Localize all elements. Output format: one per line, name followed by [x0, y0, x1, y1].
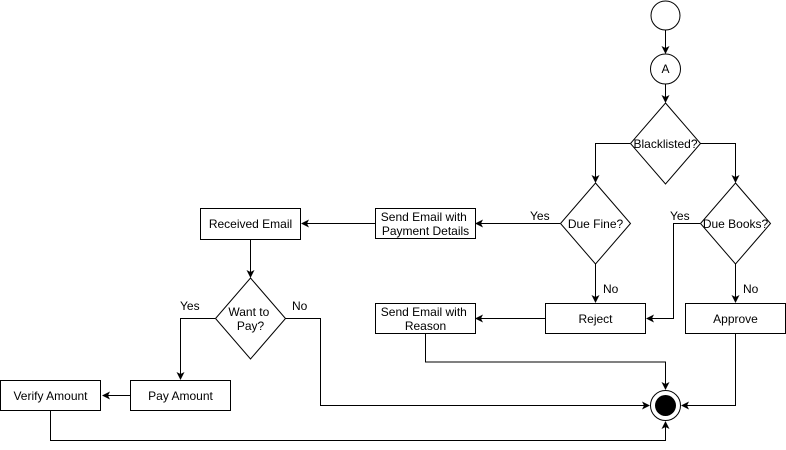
want-to-pay-line-2: Pay? — [237, 319, 265, 333]
want-to-pay-line-1: Want to — [228, 305, 269, 319]
connector-a-node — [650, 53, 681, 85]
due-fine-no-label: No — [603, 282, 619, 296]
want-to-pay-label: Want to Pay? — [228, 305, 272, 333]
due-fine-yes-label: Yes — [530, 209, 550, 223]
received-email-box — [200, 208, 301, 240]
due-books-label: Due Books? — [703, 217, 769, 231]
send-email-reason-line-2: Reason — [405, 319, 446, 333]
send-email-payment-label: Send Email with Payment Details — [381, 210, 470, 238]
edge-verify-to-end — [50, 411, 670, 441]
blacklisted-decision — [629, 102, 702, 185]
reject-label: Reject — [578, 312, 613, 326]
edge-send-reason-to-end — [425, 334, 670, 390]
want-to-pay-yes-label: Yes — [180, 299, 200, 313]
pay-amount-box — [130, 380, 231, 411]
due-books-yes-label: Yes — [670, 209, 690, 223]
due-books-decision — [699, 182, 772, 265]
reject-box — [545, 303, 646, 334]
due-fine-label: Due Fine? — [568, 217, 624, 231]
received-email-label: Received Email — [209, 217, 292, 231]
blacklisted-label: Blacklisted? — [633, 137, 697, 151]
edge-due-books-yes — [646, 223, 700, 323]
want-to-pay-decision — [214, 277, 287, 360]
edge-want-to-pay-no — [285, 318, 650, 410]
verify-amount-box — [0, 380, 101, 411]
send-email-reason-line-1: Send Email with — [381, 305, 467, 319]
edge-blacklisted-to-due-books — [700, 143, 740, 183]
edge-approve-to-end — [681, 334, 736, 410]
connector-a-label: A — [661, 62, 669, 76]
pay-amount-label: Pay Amount — [148, 389, 213, 403]
edges — [50, 30, 740, 441]
send-email-reason-box — [375, 303, 476, 334]
want-to-pay-no-label: No — [292, 299, 308, 313]
send-email-payment-line-1: Send Email with — [381, 210, 467, 224]
due-fine-decision — [559, 182, 632, 265]
approve-box — [685, 303, 786, 334]
send-email-payment-box — [375, 208, 476, 239]
final-node-dot — [655, 395, 676, 416]
due-books-no-label: No — [743, 282, 759, 296]
send-email-reason-label: Send Email with Reason — [381, 305, 470, 333]
verify-amount-label: Verify Amount — [13, 389, 88, 403]
edge-want-to-pay-yes — [176, 318, 215, 380]
approve-label: Approve — [713, 312, 758, 326]
edge-blacklisted-to-due-fine — [591, 143, 630, 183]
send-email-payment-line-2: Payment Details — [382, 224, 469, 238]
start-node — [650, 0, 681, 31]
